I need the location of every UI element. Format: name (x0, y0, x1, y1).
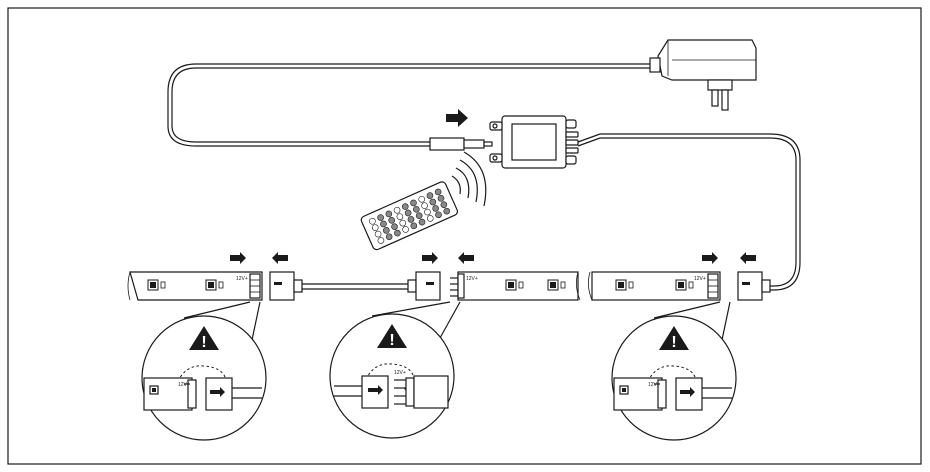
controller-cable (577, 133, 801, 291)
warning-mark: ! (389, 332, 394, 349)
remote-control-icon (360, 181, 459, 251)
warning-triangle-icon: ! (377, 324, 407, 349)
signal-waves-icon (451, 151, 487, 207)
remote-button (418, 218, 426, 226)
direction-arrow-icon (446, 109, 468, 127)
remote-button (374, 230, 382, 238)
connector-middle-male (407, 271, 441, 301)
remote-button (437, 195, 445, 202)
remote-button (383, 227, 390, 234)
remote-button (399, 219, 407, 227)
remote-button (396, 213, 404, 220)
zoom-pin-label: 12V+ (648, 382, 660, 388)
remote-button (404, 209, 412, 217)
remote-button (391, 223, 398, 231)
remote-button (385, 210, 393, 218)
direction-arrow-icon (740, 252, 756, 264)
remote-button (402, 226, 409, 233)
remote-button (424, 208, 431, 216)
direction-arrow-icon (458, 252, 474, 264)
warning-mark: ! (201, 334, 206, 351)
strip-pins-middle (450, 273, 465, 299)
led-strip-left (127, 271, 263, 301)
remote-button (393, 206, 401, 214)
strip-pins-right (707, 273, 719, 299)
direction-arrow-icon (422, 252, 438, 264)
zoom-callout: ! 12V+ (141, 301, 267, 441)
direction-arrow-icon (702, 252, 718, 264)
zoom-pin-label: 12V+ (178, 382, 190, 388)
remote-button (369, 217, 376, 225)
direction-arrow-icon (272, 252, 288, 264)
led-chip (547, 279, 566, 291)
led-chip (205, 279, 224, 291)
remote-button (421, 202, 428, 209)
remote-button (410, 199, 417, 207)
remote-button (401, 203, 409, 210)
controller-cable-inner (577, 137, 797, 287)
warning-triangle-icon: ! (659, 326, 689, 351)
power-adapter-icon (649, 39, 757, 111)
remote-button (440, 201, 448, 209)
led-chip (675, 279, 694, 291)
connector-left (269, 271, 303, 301)
remote-button (407, 216, 415, 223)
remote-button (410, 222, 418, 230)
zoom-callout: ! 12V+ (611, 301, 737, 441)
remote-button (388, 217, 395, 224)
warning-mark: ! (671, 334, 676, 351)
remote-button (377, 237, 385, 244)
pin-label-12v-left: 12V+ (236, 276, 248, 282)
zoom-pin-label: 12V+ (394, 370, 406, 376)
remote-button (432, 205, 439, 212)
adapter-cable (167, 63, 650, 147)
remote-button (426, 192, 434, 199)
remote-button (413, 206, 420, 213)
remote-button (377, 214, 384, 221)
pin-label-12v-middle: 12V+ (466, 276, 478, 282)
adapter-cable-inner (171, 67, 650, 143)
remote-button (434, 188, 442, 196)
warning-triangle-icon: ! (189, 326, 219, 351)
led-chip (615, 279, 634, 291)
controller-box-icon (489, 115, 579, 169)
outer-frame (7, 7, 922, 465)
remote-button (418, 195, 426, 203)
dc-jack-icon (429, 137, 493, 151)
direction-arrow-icon (230, 252, 246, 264)
strip-pins-left (249, 273, 261, 299)
remote-button (426, 215, 434, 222)
connector-right (737, 271, 771, 301)
pin-label-12v-right: 12V+ (694, 276, 706, 282)
remote-button (435, 211, 442, 219)
zoom-callout: ! 12V+ (329, 301, 461, 439)
led-chip (505, 279, 524, 291)
remote-button (415, 212, 423, 220)
led-chip (147, 279, 166, 291)
remote-button (371, 224, 379, 231)
remote-button (380, 220, 387, 228)
remote-button (429, 198, 437, 206)
remote-button (394, 229, 401, 237)
remote-button (385, 233, 393, 241)
remote-button (443, 207, 451, 215)
